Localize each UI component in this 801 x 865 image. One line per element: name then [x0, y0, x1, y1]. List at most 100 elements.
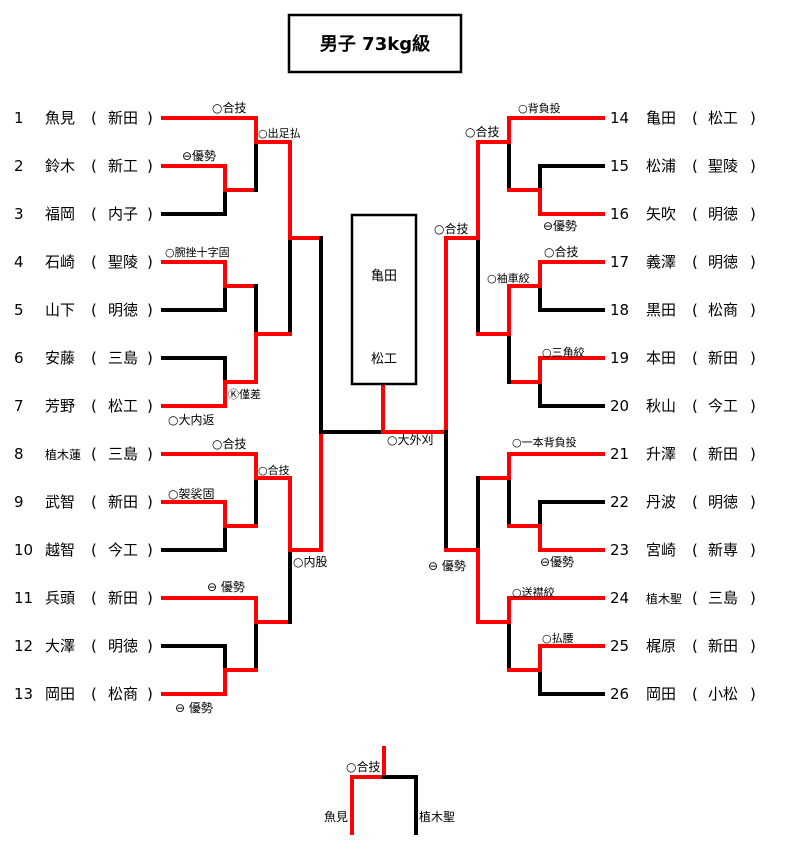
- bracket-lines: [161, 116, 605, 835]
- seed-number: 17: [610, 253, 629, 271]
- seed-number: 3: [14, 205, 24, 223]
- result-label: ○腕挫十字固: [165, 245, 230, 259]
- seed-number: 23: [610, 541, 629, 559]
- seed-number: 11: [14, 589, 33, 607]
- result-label: ○出足払: [258, 126, 301, 140]
- player-school: 明徳: [108, 301, 138, 319]
- seed-number: 1: [14, 109, 24, 127]
- player-name: 丹波: [646, 493, 676, 511]
- result-label: ○大内返: [168, 413, 214, 427]
- paren: ): [147, 541, 153, 559]
- result-label: ⊖ 優勢: [207, 579, 245, 594]
- paren: (: [692, 349, 698, 367]
- player-name: 山下: [45, 301, 75, 319]
- paren: ): [750, 253, 756, 271]
- paren: (: [692, 301, 698, 319]
- player-school: 新田: [108, 109, 138, 127]
- paren: ): [750, 493, 756, 511]
- paren: ): [750, 685, 756, 703]
- player-school: 新田: [708, 445, 738, 463]
- result-label: ○合技: [212, 100, 246, 115]
- third-place-loser: 植木聖: [419, 809, 455, 824]
- player-school: 松商: [108, 685, 138, 703]
- paren: (: [91, 637, 97, 655]
- paren: (: [91, 109, 97, 127]
- player-name: 本田: [646, 349, 676, 367]
- player-name: 石崎: [45, 253, 75, 271]
- player-name: 鈴木: [45, 157, 75, 175]
- page-title: 男子 73kg級: [320, 33, 430, 55]
- paren: (: [692, 397, 698, 415]
- result-label: ○三角絞: [542, 345, 585, 359]
- paren: ): [147, 637, 153, 655]
- paren: (: [91, 541, 97, 559]
- paren: (: [91, 253, 97, 271]
- seed-number: 26: [610, 685, 629, 703]
- paren: (: [91, 205, 97, 223]
- result-label: ⊖ 優勢: [428, 558, 466, 573]
- player-name: 安藤: [45, 349, 75, 367]
- paren: (: [692, 157, 698, 175]
- paren: ): [147, 589, 153, 607]
- player-school: 明徳: [708, 253, 738, 271]
- paren: ): [750, 205, 756, 223]
- paren: (: [91, 397, 97, 415]
- seed-number: 15: [610, 157, 629, 175]
- paren: ): [147, 397, 153, 415]
- player-name: 黒田: [646, 301, 676, 319]
- result-label: ⊖優勢: [182, 148, 216, 163]
- seed-number: 22: [610, 493, 629, 511]
- result-label: Ⓚ僅差: [228, 387, 261, 401]
- seed-number: 2: [14, 157, 24, 175]
- third-place-match: ○合技 魚見 植木聖: [324, 759, 455, 824]
- result-label: ○合技: [212, 436, 246, 451]
- player-school: 新田: [708, 349, 738, 367]
- player-name: 福岡: [45, 205, 75, 223]
- player-name: 矢吹: [646, 205, 676, 223]
- result-label: ⊖優勢: [540, 554, 574, 569]
- result-label: ○合技: [544, 244, 578, 259]
- player-school: 聖陵: [708, 157, 738, 175]
- third-place-result: ○合技: [346, 759, 380, 774]
- player-school: 新専: [708, 541, 738, 559]
- paren: (: [91, 157, 97, 175]
- player-school: 三島: [108, 445, 138, 463]
- paren: (: [692, 109, 698, 127]
- seed-number: 25: [610, 637, 629, 655]
- player-name: 秋山: [646, 397, 676, 415]
- third-place-winner: 魚見: [324, 810, 348, 824]
- player-name: 岡田: [45, 685, 75, 703]
- paren: (: [91, 685, 97, 703]
- paren: (: [91, 589, 97, 607]
- player-name: 越智: [45, 541, 75, 559]
- player-name: 芳野: [45, 397, 75, 415]
- paren: (: [692, 445, 698, 463]
- player-school: 三島: [108, 349, 138, 367]
- paren: (: [692, 253, 698, 271]
- champion-box: [350, 213, 418, 386]
- seed-number: 8: [14, 445, 24, 463]
- player-name: 宮崎: [646, 541, 676, 559]
- paren: (: [692, 205, 698, 223]
- seed-number: 13: [14, 685, 33, 703]
- player-school: 明徳: [708, 205, 738, 223]
- paren: ): [750, 541, 756, 559]
- paren: ): [750, 349, 756, 367]
- player-school: 小松: [708, 685, 738, 703]
- result-label: ⊖優勢: [543, 218, 577, 233]
- title-box: [287, 13, 463, 74]
- player-school: 松工: [108, 397, 138, 415]
- paren: (: [692, 541, 698, 559]
- paren: ): [147, 253, 153, 271]
- seed-number: 12: [14, 637, 33, 655]
- seed-number: 19: [610, 349, 629, 367]
- paren: ): [147, 205, 153, 223]
- paren: ): [147, 349, 153, 367]
- paren: ): [147, 685, 153, 703]
- champion-name: 亀田: [371, 269, 397, 284]
- paren: ): [750, 157, 756, 175]
- player-name: 兵頭: [45, 589, 75, 607]
- result-label: ○背負投: [518, 101, 561, 115]
- player-name: 松浦: [646, 157, 676, 175]
